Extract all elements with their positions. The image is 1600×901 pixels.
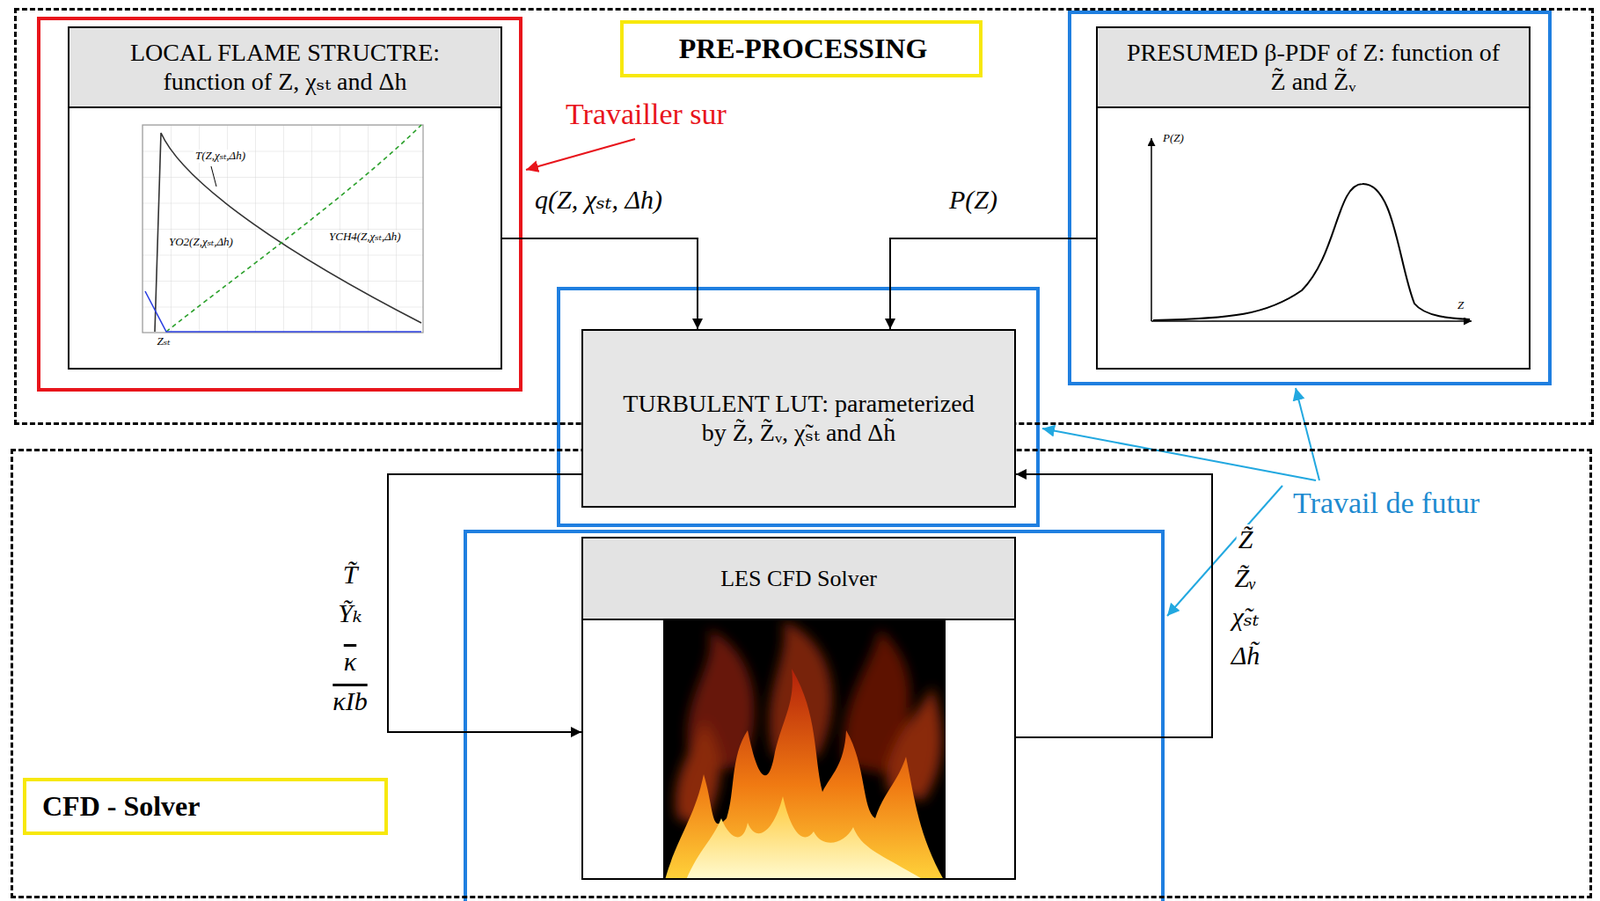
highlight-frame: [465, 531, 1163, 901]
highlight-frame: [1069, 12, 1550, 384]
process-box: LOCAL FLAME STRUCTRE: function of Z, χₛₜ…: [67, 26, 503, 370]
box-title: LOCAL FLAME STRUCTRE: function of Z, χₛₜ…: [104, 38, 466, 95]
plot-label: YO2(Z,χₛₜ,Δh): [167, 235, 235, 249]
pdf-plot: [1151, 138, 1472, 322]
annotation-note: Travailler sur: [563, 96, 729, 132]
leader-arrow: [1167, 485, 1283, 616]
variable-label: κIb: [330, 686, 369, 717]
leader-arrow: [526, 138, 636, 170]
process-box: PRESUMED β-PDF of Z: function of Z̃ and …: [1095, 26, 1531, 370]
flow-connector: [387, 474, 582, 732]
fire-picture: [663, 618, 946, 880]
variable-label: Δh̃: [1229, 640, 1263, 672]
variable-label: Z̃: [1236, 524, 1256, 556]
variable-label: Z̃ᵥ: [1232, 562, 1258, 594]
edge-label: P(Z): [947, 184, 1000, 216]
box-header: LES CFD Solver: [583, 538, 1015, 621]
region-title: PRE-PROCESSING: [620, 20, 983, 78]
region-title: CFD - Solver: [22, 777, 388, 835]
highlight-frame: [38, 18, 521, 390]
box-title: TURBULENT LUT: parameterized by Z̃, Z̃ᵥ,…: [614, 389, 983, 446]
variable-label: κ: [342, 646, 358, 678]
box-header: LOCAL FLAME STRUCTRE: function of Z, χₛₜ…: [69, 28, 501, 109]
flow-connector: [890, 238, 1096, 329]
leader-arrow: [1042, 428, 1316, 481]
box-title: LES CFD Solver: [605, 565, 993, 592]
box-header: PRESUMED β-PDF of Z: function of Z̃ and …: [1097, 28, 1529, 109]
plot-label: T(Z,χₛₜ,Δh): [193, 149, 248, 163]
variable-label: T̃: [341, 559, 360, 591]
leader-arrow: [1295, 387, 1320, 481]
plot-label: P(Z): [1161, 131, 1186, 146]
annotation-note: Travail de futur: [1291, 485, 1482, 520]
plot-label: Zₛₜ: [155, 335, 173, 349]
flow-connector: [1015, 474, 1213, 738]
plot-label: YCH4(Z,χₛₜ,Δh): [327, 230, 403, 244]
highlight-frame: [558, 288, 1038, 526]
flame-structure-chart: [142, 124, 424, 333]
edge-label: q(Z, χₛₜ, Δh): [533, 184, 665, 216]
box-title: PRESUMED β-PDF of Z: function of Z̃ and …: [1119, 38, 1507, 95]
lookup-table-box: TURBULENT LUT: parameterized by Z̃, Z̃ᵥ,…: [581, 328, 1016, 508]
variable-label: χ̃ₛₜ: [1230, 601, 1262, 633]
plot-label: Z: [1455, 299, 1466, 313]
variable-label: Ỹₖ: [336, 598, 365, 629]
process-box: LES CFD Solver: [581, 536, 1016, 880]
flow-connector: [502, 238, 698, 329]
